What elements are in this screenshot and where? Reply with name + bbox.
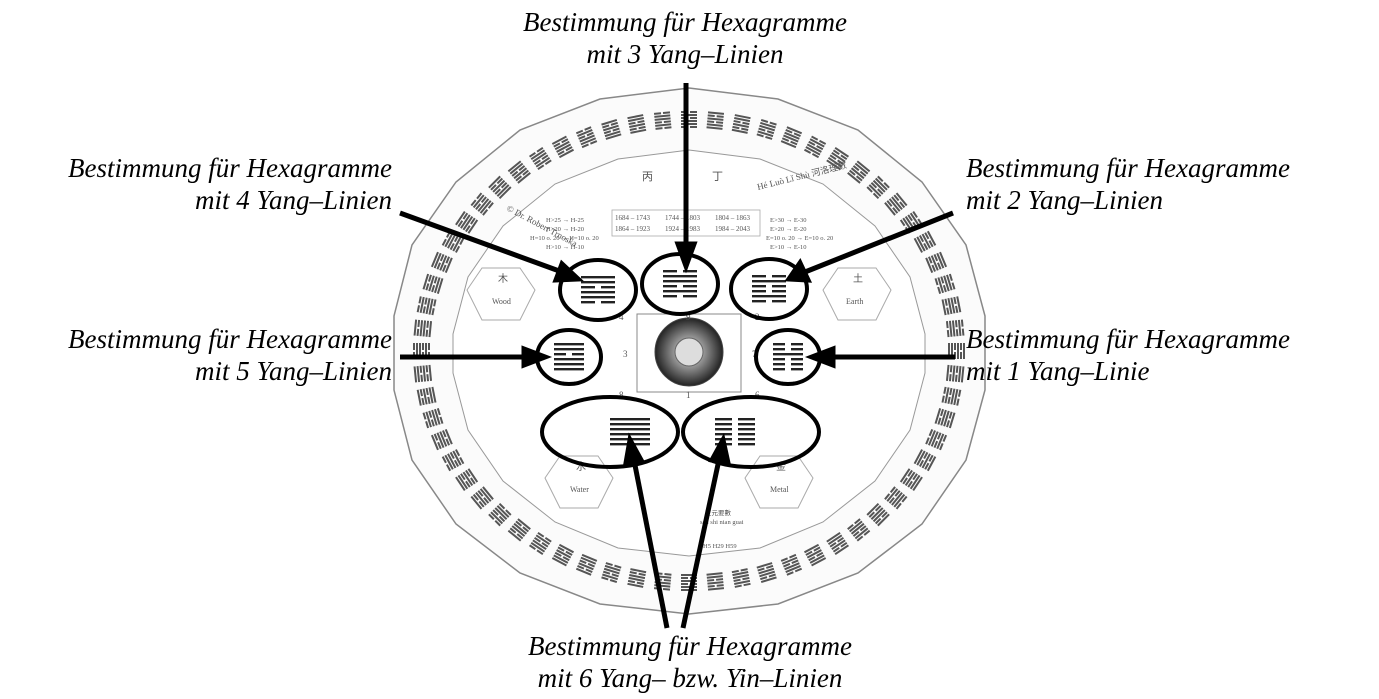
label-3-yang-line2: mit 3 Yang–Linien: [470, 38, 900, 70]
years-right-2: 1984 – 2043: [715, 225, 751, 233]
rule-right-2: E>20 → E-20: [770, 226, 807, 233]
center-number-3: 3: [623, 349, 628, 359]
rule-left-2: H>20 → H-20: [546, 226, 584, 233]
label-1-yang: Bestimmung für Hexagramme mit 1 Yang–Lin…: [966, 323, 1376, 387]
stem-ding: 丁: [712, 171, 723, 183]
label-1-yang-line1: Bestimmung für Hexagramme: [966, 323, 1376, 355]
years-left-2: 1864 – 1923: [615, 225, 651, 233]
yin-yang-core: [675, 338, 703, 366]
rule-left-4: H>10 → H-10: [546, 244, 584, 251]
water-label: Water: [570, 485, 589, 494]
years-mid-1: 1744 – 1803: [665, 214, 701, 222]
metal-label: Metal: [770, 485, 789, 494]
label-4-yang: Bestimmung für Hexagramme mit 4 Yang–Lin…: [0, 152, 392, 216]
earth-label: Earth: [846, 297, 863, 306]
label-2-yang-line1: Bestimmung für Hexagramme: [966, 152, 1376, 184]
label-4-yang-line2: mit 4 Yang–Linien: [0, 184, 392, 216]
wood-label: Wood: [492, 297, 511, 306]
rule-left-3: H=10 o. 20 → H=10 o. 20: [530, 235, 599, 242]
label-2-yang: Bestimmung für Hexagramme mit 2 Yang–Lin…: [966, 152, 1376, 216]
label-4-yang-line1: Bestimmung für Hexagramme: [0, 152, 392, 184]
earth-char: 土: [853, 272, 863, 285]
label-2-yang-line2: mit 2 Yang–Linien: [966, 184, 1376, 216]
stem-bing: 丙: [642, 171, 653, 183]
label-1-yang-line2: mit 1 Yang–Linie: [966, 355, 1376, 387]
rule-right-4: E>10 → E-10: [770, 244, 807, 251]
bottom-caption-3: H5 H29 H59: [703, 543, 737, 550]
rule-right-3: E=10 o. 20 → E=10 o. 20: [766, 235, 833, 242]
center-number-1: 1: [686, 390, 691, 400]
label-5-yang: Bestimmung für Hexagramme mit 5 Yang–Lin…: [0, 323, 392, 387]
rule-right-1: E>30 → E-30: [770, 217, 807, 224]
label-6-yang-yin-line1: Bestimmung für Hexagramme: [440, 630, 940, 662]
label-3-yang-line1: Bestimmung für Hexagramme: [470, 6, 900, 38]
label-3-yang: Bestimmung für Hexagramme mit 3 Yang–Lin…: [470, 6, 900, 70]
years-left-1: 1684 – 1743: [615, 214, 651, 222]
label-5-yang-line2: mit 5 Yang–Linien: [0, 355, 392, 387]
wood-char: 木: [498, 273, 508, 285]
label-6-yang-yin-line2: mit 6 Yang– bzw. Yin–Linien: [440, 662, 940, 694]
years-mid-2: 1924 – 1983: [665, 225, 701, 233]
label-5-yang-line1: Bestimmung für Hexagramme: [0, 323, 392, 355]
years-right-1: 1804 – 1863: [715, 214, 751, 222]
label-6-yang-yin: Bestimmung für Hexagramme mit 6 Yang– bz…: [440, 630, 940, 694]
rule-left-1: H>25 → H-25: [546, 217, 584, 224]
